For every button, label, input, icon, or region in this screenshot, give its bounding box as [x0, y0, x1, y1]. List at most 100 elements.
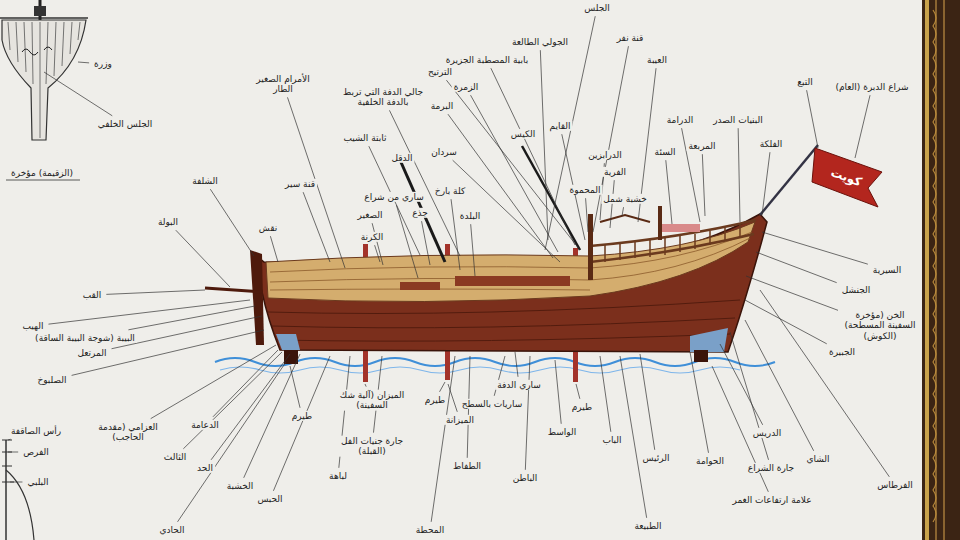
leader-line — [451, 199, 460, 270]
leader-line — [78, 62, 89, 64]
leader-line — [151, 345, 276, 419]
flagpole — [760, 145, 818, 215]
leader-line — [128, 306, 255, 330]
part-label: الرئيس — [641, 453, 672, 463]
leader-line — [666, 160, 672, 224]
part-label: جذع — [410, 208, 430, 218]
part-label: علامة ارتفاعات الغمر — [730, 495, 814, 505]
inset-underline — [6, 180, 80, 181]
part-label: نقش — [257, 223, 280, 233]
leader-line — [389, 110, 460, 256]
leader-line — [303, 192, 330, 262]
leader-line — [183, 352, 282, 449]
part-label: الدقل — [389, 153, 414, 163]
leader-line — [762, 152, 770, 215]
bitt-post — [658, 206, 662, 240]
frame-moulding — [936, 0, 944, 540]
part-label: الطبيعة — [632, 521, 663, 531]
part-label: الصلبوخ — [35, 375, 68, 385]
part-label: الفرطاس — [875, 480, 915, 490]
leader-line — [10, 482, 22, 483]
leader-line — [48, 300, 250, 324]
part-label: الترتيح — [426, 67, 454, 77]
part-label: الشلفة — [190, 176, 220, 186]
inset-flag — [34, 6, 46, 16]
flag-text: كويت — [827, 165, 865, 190]
part-label: الفرية — [602, 167, 628, 177]
leader-line — [471, 224, 475, 276]
leader-line — [576, 384, 580, 399]
leader-line — [745, 300, 827, 344]
part-label: الطفاط — [451, 461, 483, 471]
part-label: البنيات الصدر — [711, 115, 765, 125]
leader-line — [586, 198, 588, 232]
part-label: الخن (مؤخرة السفينة المسطحة) (الكوش) — [841, 310, 919, 341]
part-label: البرمة — [429, 101, 456, 111]
part-label: التبع — [795, 77, 814, 87]
leader-line — [365, 384, 366, 387]
part-label: بابية المصطبة الجزيرة — [444, 55, 530, 65]
leader-line — [422, 221, 430, 265]
leader-line — [756, 252, 837, 283]
part-label: ثابتة الشيب — [342, 133, 389, 143]
leader-line — [210, 189, 254, 256]
flag — [812, 148, 882, 207]
hatch — [400, 282, 440, 290]
leader-line — [471, 95, 558, 252]
part-label: (الزقيمة) مؤخرة — [9, 168, 75, 178]
leader-line — [746, 276, 838, 310]
inset-yard — [0, 17, 88, 19]
leader-line — [730, 332, 769, 460]
part-label: رأس الصاقفة — [9, 426, 63, 436]
part-label: الميزانة — [444, 415, 476, 425]
leader-line — [270, 236, 278, 262]
keel-block — [694, 350, 708, 362]
leader-line — [8, 439, 11, 441]
part-label: الفرص — [21, 447, 51, 457]
part-label: خشبة شمل — [601, 194, 649, 204]
part-label: سردان — [429, 147, 459, 157]
part-label: البلبي — [25, 477, 50, 487]
frame-beam — [600, 215, 650, 222]
part-label: الحادي — [158, 525, 187, 535]
leader-line — [745, 320, 814, 451]
part-label: الأمرام الصغير الطار — [246, 74, 320, 95]
inset-tick — [2, 440, 14, 482]
leader-line — [555, 360, 561, 424]
part-label: الدرابزين — [586, 150, 624, 160]
leader-line — [273, 356, 330, 491]
leader-line — [540, 50, 548, 240]
leader-line — [290, 366, 300, 408]
picture-frame — [922, 0, 960, 540]
leader-line — [690, 352, 709, 453]
part-label: الجنشل — [840, 285, 873, 295]
rail-post — [605, 224, 740, 262]
part-label: قنة نفر — [615, 33, 646, 43]
leader-line — [515, 352, 518, 377]
part-label: المرتعل — [75, 348, 108, 358]
rail — [590, 220, 756, 262]
part-label: ساري الدفة — [495, 380, 543, 390]
part-label: الكيس — [509, 129, 537, 139]
part-label: لباهة — [327, 471, 349, 481]
leader-line — [640, 354, 655, 450]
leader-line — [44, 72, 112, 116]
part-label: الباطن — [511, 473, 540, 483]
part-label: الجولي الطالعة — [510, 37, 570, 47]
tiller — [205, 288, 262, 292]
part-label: جارة جنيات الفل (القبلة) — [335, 436, 409, 457]
leader-line — [855, 95, 870, 158]
inset-curl — [22, 47, 52, 55]
part-label: الجلس — [582, 3, 612, 13]
leader-line — [176, 230, 230, 287]
part-label: طيرم — [290, 411, 314, 421]
part-label: الحبس — [255, 494, 284, 504]
part-label: المحطة — [414, 525, 446, 535]
leader-line — [622, 207, 624, 216]
frame-ornament — [933, 10, 936, 522]
part-label: قنة سير — [283, 179, 317, 189]
part-label: الصغير — [355, 210, 384, 220]
leader-line — [178, 362, 286, 522]
part-label: العيبة — [645, 55, 669, 65]
leader-line — [372, 223, 383, 265]
